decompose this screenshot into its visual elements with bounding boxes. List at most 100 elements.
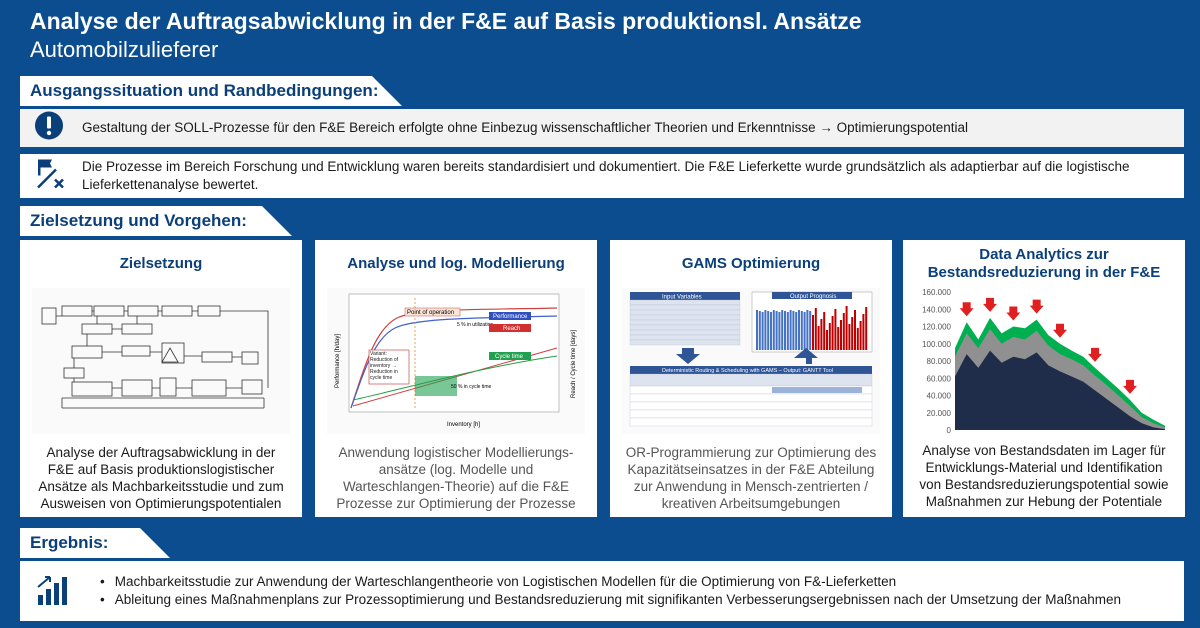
label-xaxis: Inventory [h] (447, 422, 480, 428)
card-desc-zielsetzung: Analyse der Auftragsabwicklung in der F&… (38, 445, 284, 511)
exclamation-icon (34, 111, 64, 146)
result-item-1: Machbarkeitsstudie zur Anwendung der War… (100, 573, 1121, 591)
prognosis-bar (772, 310, 775, 350)
prognosis-bar (828, 323, 831, 350)
card-modellierung: Analyse und log. Modellierung Point of o… (315, 240, 597, 517)
card-zielsetzung: Zielsetzung Analyse der Auftragsabwicklu… (20, 240, 302, 517)
y-tick-label: 60.000 (927, 374, 952, 383)
down-arrow-icon (983, 297, 997, 312)
y-tick-label: 20.000 (927, 409, 952, 418)
prognosis-bar (823, 312, 826, 350)
prognosis-bar (775, 311, 778, 350)
result-box: Machbarkeitsstudie zur Anwendung der War… (20, 561, 1184, 621)
prognosis-bar (789, 310, 792, 350)
label-variant: Variant: Reduction of inventory → Reduct… (370, 351, 399, 381)
situation-row-1: Gestaltung der SOLL-Prozesse für den F&E… (20, 109, 1184, 147)
prognosis-bar (778, 312, 781, 350)
prognosis-bar (820, 319, 823, 350)
prognosis-bar (764, 310, 767, 350)
prognosis-bar (842, 313, 845, 350)
prognosis-bar (859, 321, 862, 350)
card-title-data-analytics: Data Analytics zur Bestandsreduzierung i… (927, 246, 1161, 281)
prognosis-bar (845, 306, 848, 350)
prognosis-bar (856, 328, 859, 350)
y-tick-label: 160.000 (922, 288, 951, 297)
prognosis-bar (756, 310, 758, 350)
down-arrow-icon (1029, 299, 1044, 314)
prognosis-bar (848, 324, 851, 350)
label-cycle-pct: 50 % in cycle time (451, 384, 492, 390)
section-heading-ergebnis: Ergebnis: (20, 528, 170, 558)
down-arrow-icon (1088, 347, 1102, 362)
label-yaxis: Performance [h/day] (335, 334, 341, 388)
flag-cross-icon (34, 157, 66, 196)
label-gantt: Deterministic Routing & Scheduling with … (662, 368, 833, 374)
prognosis-bar (834, 309, 837, 350)
prognosis-bar (761, 312, 764, 350)
section-heading-ausgangssituation: Ausgangssituation und Randbedingungen: (20, 76, 402, 106)
label-output-prognosis: Output Prognosis (790, 294, 836, 300)
down-arrow-icon (1006, 306, 1021, 321)
bar-chart-up-icon (36, 573, 70, 612)
card-desc-modellierung: Anwendung logistischer Modellierungs-ans… (336, 445, 576, 511)
prognosis-bar (800, 311, 803, 350)
situation-row-2: Die Prozesse im Bereich Forschung und En… (20, 154, 1184, 198)
process-flow-diagram (32, 288, 290, 434)
prognosis-bar (795, 312, 798, 350)
prognosis-bar (812, 315, 814, 350)
prognosis-bar (809, 311, 812, 350)
gams-tool-figure: Input Variables Output Prognosis Determi… (622, 288, 880, 434)
prognosis-bar (854, 310, 856, 350)
section-heading-zielsetzung: Zielsetzung und Vorgehen: (20, 206, 292, 236)
prognosis-bar (792, 311, 795, 350)
down-arrow-icon (959, 302, 974, 317)
prognosis-bar (817, 326, 820, 350)
card-desc-data-analytics: Analyse von Bestandsdaten im Lager für E… (919, 443, 1169, 509)
card-title-gams: GAMS Optimierung (681, 255, 821, 272)
prognosis-bar (826, 330, 828, 350)
card-desc-gams: OR-Programmierung zur Optimierung des Ka… (625, 445, 877, 511)
logistic-operating-curve-figure: Point of operation 5 % in utilization Pe… (327, 288, 585, 434)
prognosis-bar (798, 310, 800, 350)
prognosis-bar (837, 327, 840, 350)
prognosis-bar (840, 320, 842, 350)
prognosis-bar (803, 312, 806, 350)
page-title: Analyse der Auftragsabwicklung in der F&… (30, 8, 862, 34)
situation-text-2: Die Prozesse im Bereich Forschung und En… (82, 159, 1130, 192)
situation-text-1: Gestaltung der SOLL-Prozesse für den F&E… (82, 120, 968, 135)
label-input-variables: Input Variables (662, 295, 702, 301)
area-series (955, 350, 1165, 430)
prognosis-bar (781, 310, 784, 350)
card-title-modellierung: Analyse und log. Modellierung (347, 255, 565, 272)
down-arrow-icon (1123, 379, 1137, 394)
prognosis-bar (865, 307, 868, 350)
card-data-analytics: Data Analytics zur Bestandsreduzierung i… (903, 240, 1185, 517)
prognosis-bar (767, 311, 770, 350)
y-tick-label: 40.000 (927, 392, 952, 401)
y-tick-label: 140.000 (922, 305, 951, 314)
label-cycle-time: Cycle time (495, 354, 524, 360)
prognosis-bar (831, 316, 834, 350)
y-tick-label: 0 (947, 426, 952, 435)
card-gams: GAMS Optimierung Input Variables Output … (610, 240, 892, 517)
page-subtitle: Automobilzulieferer (30, 37, 219, 62)
label-reach: Reach (503, 326, 520, 332)
result-item-2: Ableitung eines Maßnahmenplans zur Proze… (100, 591, 1121, 609)
y-tick-label: 120.000 (922, 323, 951, 332)
y-tick-label: 80.000 (927, 357, 952, 366)
label-point-of-operation: Point of operation (407, 310, 454, 316)
card-title-zielsetzung: Zielsetzung (119, 255, 203, 272)
label-utilization: 5 % in utilization (457, 322, 493, 328)
down-arrow-icon (1053, 323, 1067, 338)
prognosis-bar (851, 317, 854, 350)
inventory-area-chart: 160.000 140.000 120.000 100.000 80.000 60.000… (909, 288, 1179, 435)
prognosis-bar (862, 314, 865, 350)
prognosis-bar (786, 312, 789, 350)
prognosis-bar (758, 311, 761, 350)
label-performance: Performance (493, 314, 528, 320)
prognosis-bar (814, 308, 817, 350)
prognosis-bar (806, 310, 809, 350)
label-y2axis: Reach / Cycle time [days] (571, 330, 577, 398)
prognosis-bar (784, 311, 786, 350)
y-tick-label: 100.000 (922, 340, 951, 349)
